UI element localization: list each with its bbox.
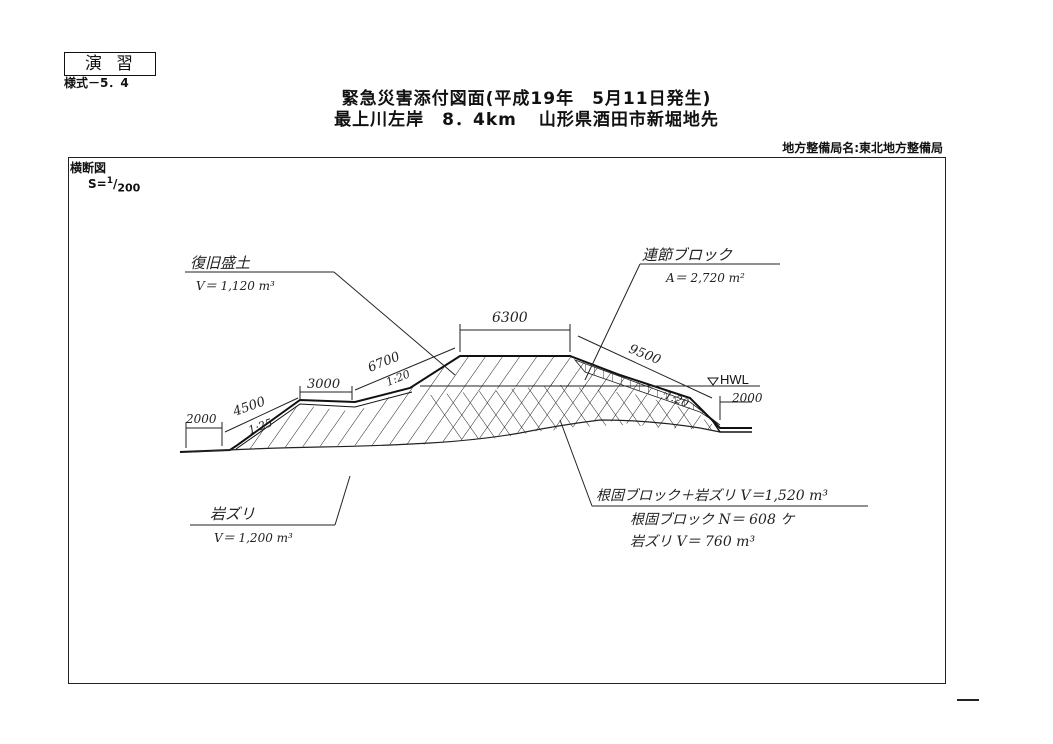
foot-callout-rock: 岩ズリ V＝ 760 m³ — [630, 534, 755, 550]
scale-numerator: 1 — [106, 176, 113, 186]
dim-2000-right: 2000 — [731, 391, 763, 405]
river-toe — [711, 419, 752, 433]
slope-upper-land: 1:20 — [384, 367, 412, 388]
rock-callout-volume: V＝ 1,200 m³ — [214, 531, 293, 545]
scale-denominator: 200 — [117, 181, 141, 195]
rock-callout-title: 岩ズリ — [210, 505, 255, 523]
fill-callout-leader — [333, 271, 456, 376]
document-title: 緊急災害添付図面(平成19年 5月11日発生) — [341, 89, 712, 109]
location-name: 山形県酒田市新堀地先 — [538, 110, 719, 130]
hwl-marker-icon — [707, 377, 719, 386]
rock-fill-cross — [430, 385, 720, 440]
rock-callout-leader — [334, 475, 351, 526]
scale-prefix: S= — [88, 177, 107, 191]
cross-section-label: 横断図 — [70, 161, 107, 175]
foot-callout-block: 根固ブロック N＝ 608 ケ — [630, 512, 795, 528]
foot-callout-leader — [559, 419, 593, 507]
embankment-surface-inner — [235, 391, 413, 450]
fill-callout-volume: V＝ 1,120 m³ — [196, 279, 275, 293]
block-callout-leader — [584, 263, 641, 381]
document-subtitle: 最上川左岸 8．4km 山形県酒田市新堀地先 — [0, 105, 1053, 130]
dim-2000-left: 2000 — [185, 412, 217, 426]
hwl-label: HWL — [720, 372, 749, 387]
dim-top-width: 6300 — [492, 310, 528, 326]
drawing-frame — [68, 157, 946, 684]
regional-bureau: 地方整備局名:東北地方整備局 — [782, 141, 943, 155]
river-section: 最上川左岸 8．4km — [334, 110, 517, 130]
foot-callout-title: 根固ブロック＋岩ズリ V＝1,520 m³ — [596, 488, 828, 504]
dim-4500: 4500 — [230, 394, 267, 420]
original-ground — [189, 419, 721, 453]
fill-callout-title: 復旧盛土 — [190, 254, 251, 272]
page-margin-mark — [957, 699, 979, 701]
form-number: 様式－5．4 — [64, 76, 129, 90]
block-callout-title: 連節ブロック — [642, 246, 733, 264]
exercise-stamp: 演習 — [64, 52, 156, 76]
dim-3000: 3000 — [307, 377, 340, 392]
embankment-profile — [179, 355, 752, 453]
block-callout-area: A＝ 2,720 m² — [665, 271, 745, 285]
dim-9500: 9500 — [627, 342, 663, 368]
scale-label: S=1/200 — [88, 176, 141, 195]
